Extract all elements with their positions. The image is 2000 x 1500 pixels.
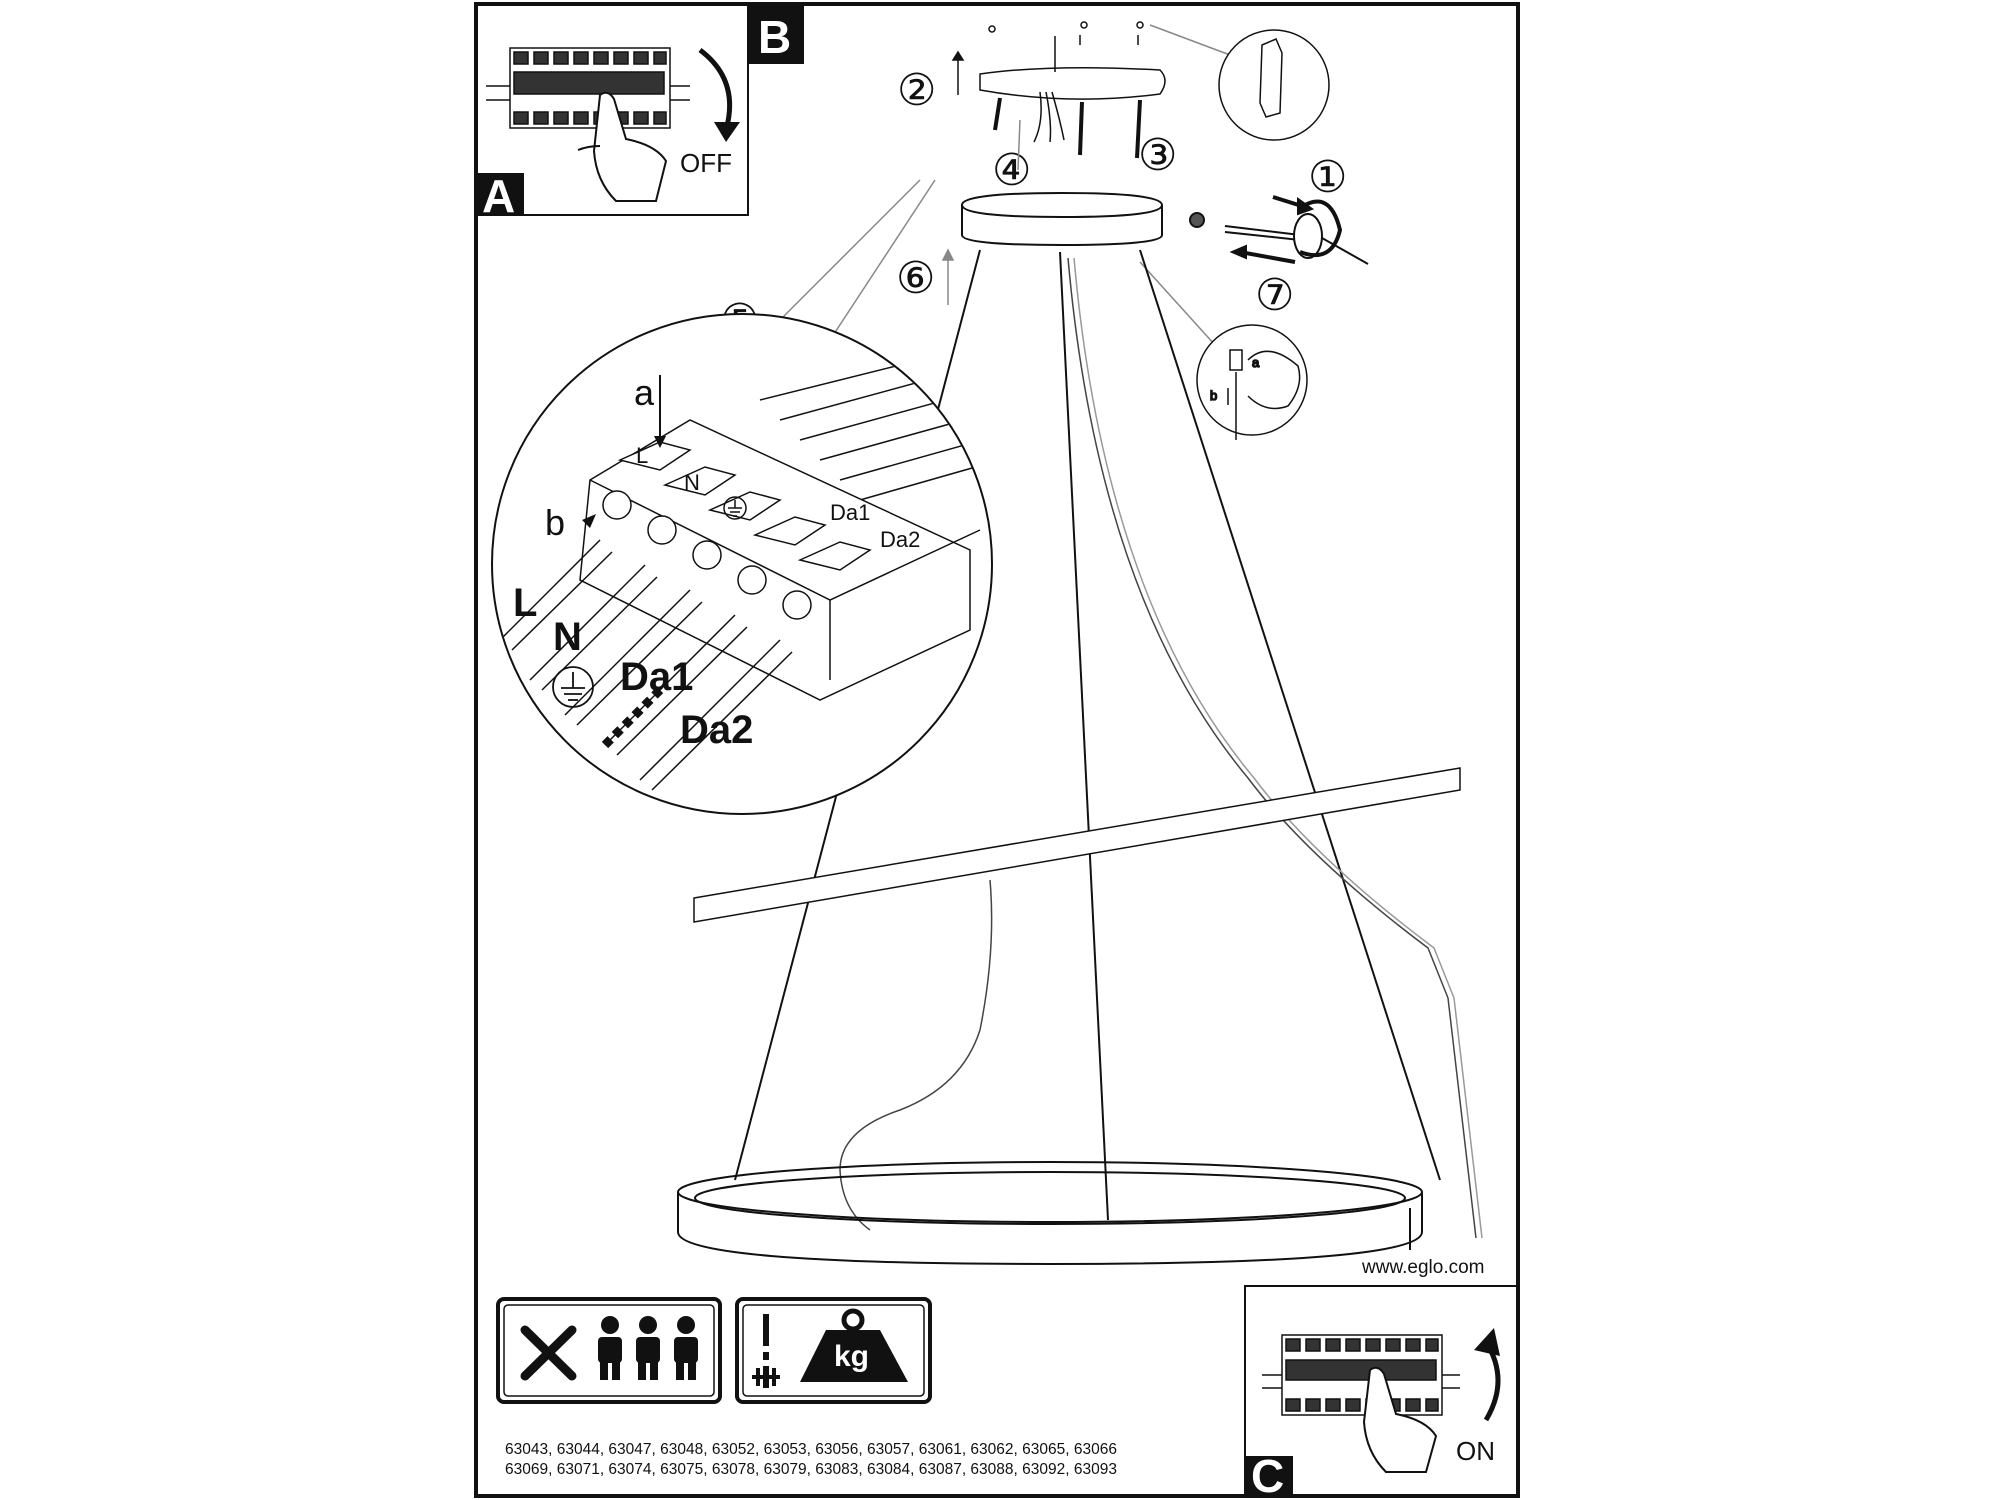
ceiling-beam bbox=[693, 767, 1461, 923]
panel-b-label: OFF bbox=[680, 148, 732, 178]
panel-switch-on: C ON bbox=[1244, 1285, 1519, 1500]
panel-switch-off: B A OFF bbox=[475, 3, 804, 222]
step-3: ③ bbox=[1138, 131, 1177, 180]
wire-label-da1: Da1 bbox=[620, 655, 693, 699]
tools-icon bbox=[520, 1325, 577, 1381]
power-cable bbox=[839, 257, 1483, 1239]
panel-a-tab bbox=[476, 173, 524, 215]
panel-b-letter: B bbox=[758, 11, 791, 63]
page-frame bbox=[474, 2, 1520, 1498]
weight-kg-text: kg bbox=[834, 1340, 869, 1373]
step-4: ④ bbox=[992, 146, 1031, 195]
clip-label-b: b bbox=[1210, 388, 1217, 403]
website-url: www.eglo.com bbox=[1362, 1257, 1485, 1278]
dowel-detail bbox=[1149, 24, 1330, 141]
step-7: ⑦ bbox=[1255, 271, 1294, 320]
wire-ground-icon bbox=[552, 666, 594, 708]
wire-label-da2: Da2 bbox=[680, 708, 753, 752]
hand-on-icon bbox=[1362, 1366, 1438, 1473]
wiring-detail: a b L N Da1 Da2 L N Da1 Da2 bbox=[491, 179, 993, 815]
panel-c-label: ON bbox=[1456, 1436, 1495, 1466]
terminal-label-L: L bbox=[636, 443, 648, 468]
breaker-on-icon bbox=[1262, 1334, 1460, 1416]
step-1: ① bbox=[1308, 153, 1347, 202]
cable-clamp-detail: a b bbox=[1139, 261, 1308, 440]
detail-label-b: b bbox=[545, 502, 565, 543]
tools-persons-box bbox=[496, 1297, 722, 1404]
three-persons-icon bbox=[598, 1316, 698, 1380]
panel-b-tab bbox=[748, 4, 804, 64]
terminal-label-da1: Da1 bbox=[830, 500, 870, 525]
off-arrow-icon bbox=[698, 48, 733, 131]
ceiling-canopy bbox=[951, 21, 1166, 159]
weight-box: kg bbox=[735, 1297, 932, 1404]
step-6: ⑥ bbox=[896, 254, 935, 303]
wire-label-L: L bbox=[513, 581, 537, 625]
detail-label-a: a bbox=[634, 372, 655, 413]
pendant-ring bbox=[677, 1161, 1423, 1266]
article-numbers-line-1: 63043, 63044, 63047, 63048, 63052, 63053… bbox=[505, 1441, 1117, 1458]
screwdriver-icon bbox=[1189, 195, 1369, 265]
terminal-label-da2: Da2 bbox=[880, 527, 920, 552]
panel-a-letter: A bbox=[482, 170, 515, 222]
weight-kg-icon: kg bbox=[800, 1308, 908, 1382]
breaker-icon bbox=[486, 47, 690, 129]
clip-label-a: a bbox=[1252, 355, 1260, 370]
panel-c-tab bbox=[1245, 1456, 1293, 1496]
article-numbers: 63043, 63044, 63047, 63048, 63052, 63053… bbox=[505, 1440, 1205, 1480]
caution-icon bbox=[752, 1314, 780, 1388]
ground-symbol-icon bbox=[723, 496, 747, 520]
article-numbers-line-2: 63069, 63071, 63074, 63075, 63078, 63079… bbox=[505, 1461, 1117, 1478]
wire-label-N: N bbox=[553, 615, 582, 659]
step-2: ② bbox=[897, 66, 936, 115]
terminal-label-N: N bbox=[684, 470, 700, 495]
panel-c-letter: C bbox=[1251, 1450, 1284, 1500]
canopy-ring bbox=[961, 191, 1163, 247]
hand-icon bbox=[577, 91, 668, 202]
